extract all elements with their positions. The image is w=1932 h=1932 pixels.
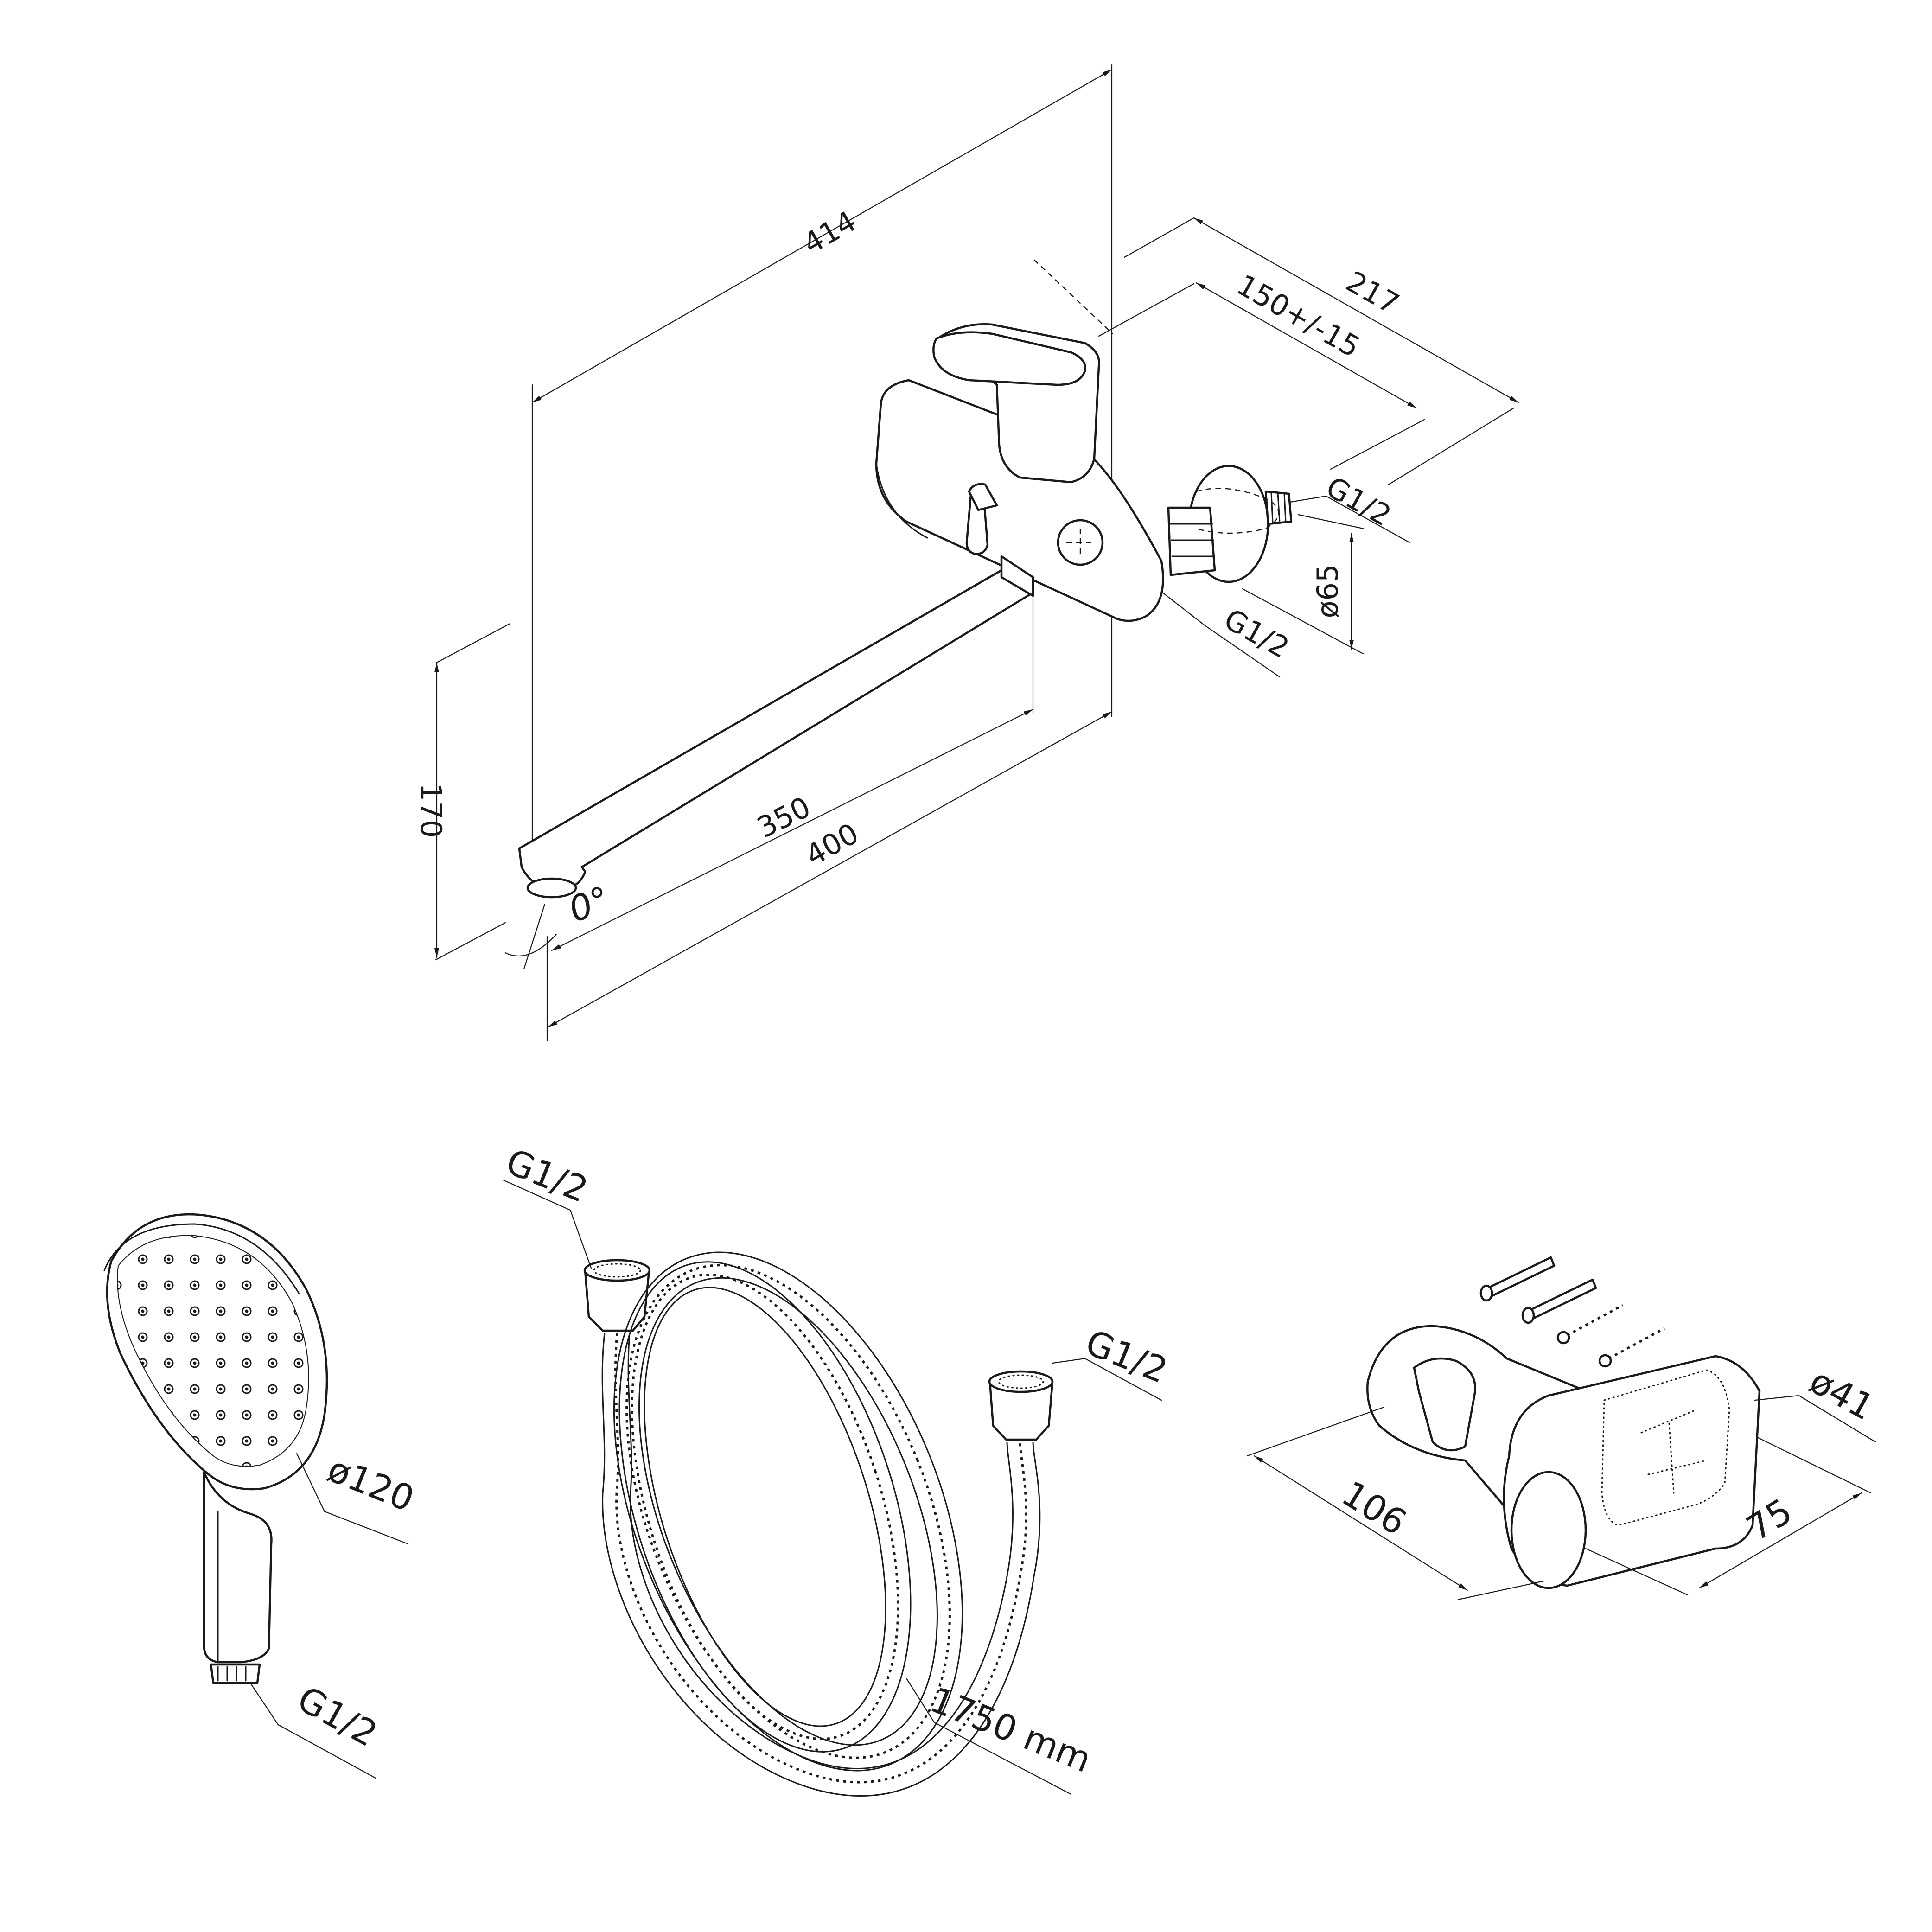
- shower-thread: [210, 1663, 261, 1684]
- screw-1-head: [1556, 1331, 1570, 1345]
- shower-head-rim: [103, 1223, 300, 1294]
- dim-line-217: [1193, 217, 1519, 403]
- leader-hose-length: [905, 1677, 1072, 1795]
- shower-handle: [203, 1471, 273, 1664]
- wall-anchor-2: [1526, 1278, 1597, 1321]
- label-inlet-thread: G1/2: [1320, 470, 1397, 533]
- holder-slot: [1413, 1357, 1476, 1452]
- ext-line-217-end: [1388, 407, 1515, 485]
- wall-anchor-2-end: [1521, 1307, 1535, 1324]
- holder-hidden-clamp: [1601, 1369, 1730, 1526]
- thread-lines: [1270, 491, 1287, 524]
- ext-line-65-bottom: [1242, 588, 1364, 655]
- eccentric-nut: [1167, 506, 1216, 576]
- dim-line-414: [531, 69, 1113, 403]
- ext-line-170-top: [435, 623, 511, 664]
- holder-sleeve-end: [1510, 1471, 1587, 1589]
- leader-outlet: [1163, 593, 1281, 678]
- faucet-drawing: 414 217 150+/-15 170 350 400 0° ø65 G1/2…: [414, 64, 1519, 1042]
- dim-label-150: 150+/-15: [1231, 268, 1365, 364]
- holder-drawing: 106 75 ø41: [1246, 1256, 1881, 1600]
- hose-drawing: G1/2 G1/2 1750 mm: [500, 1141, 1173, 1797]
- leader-hose-top: [502, 1179, 592, 1269]
- ext-line-75-b: [1756, 1436, 1872, 1494]
- hose-edge-1a: [601, 1333, 1041, 1797]
- ext-line-106-a: [1246, 1406, 1385, 1457]
- dim-line-106: [1253, 1455, 1468, 1591]
- ext-line-170-bottom: [435, 922, 506, 961]
- dim-label-217: 217: [1340, 264, 1405, 321]
- screw-2-head: [1598, 1354, 1612, 1368]
- leader-holder-diameter: [1754, 1395, 1876, 1443]
- dim-line-75: [1698, 1492, 1862, 1589]
- ext-line-65-top: [1297, 514, 1364, 529]
- shower-thread-lines: [217, 1666, 247, 1682]
- ext-line-217: [1123, 217, 1195, 258]
- hose-coil-outer-edge-a: [618, 1261, 912, 1753]
- dim-label-414: 414: [797, 204, 862, 261]
- centerline-upper: [1033, 259, 1113, 334]
- hose-edge-1b: [627, 1333, 1014, 1770]
- ext-line-106-b: [1457, 1580, 1545, 1600]
- dim-label-170: 170: [414, 783, 448, 838]
- ext-line-75-a: [1585, 1548, 1689, 1596]
- spout-joint: [1000, 555, 1034, 597]
- dim-line-150: [1195, 282, 1417, 409]
- diverter-cap: [968, 483, 998, 511]
- dim-label-400: 400: [800, 816, 864, 873]
- dim-label-holder-diameter: ø41: [1803, 1360, 1881, 1428]
- label-shower-thread: G1/2: [291, 1678, 384, 1755]
- dim-label-holder-width: 106: [1335, 1473, 1414, 1543]
- label-hose-length: 1750 mm: [925, 1679, 1097, 1780]
- leader-shower-thread: [249, 1682, 376, 1779]
- hose-coil-mid-edge-a: [613, 1251, 963, 1772]
- connector-top-thread: [593, 1263, 641, 1278]
- valve-body-edge: [875, 463, 928, 539]
- hidden-line-flange: [1196, 488, 1279, 534]
- hand-shower-drawing: ø120 G1/2: [103, 1213, 420, 1779]
- connector-right-thread: [998, 1374, 1044, 1389]
- mounting-kit: [1479, 1256, 1665, 1368]
- holder-hidden-detail: [1640, 1409, 1707, 1494]
- leader-hose-right: [1052, 1358, 1162, 1401]
- nut-ridges: [1170, 523, 1215, 557]
- aerator-outlet: [526, 877, 577, 899]
- angle-leader: [523, 903, 546, 970]
- screw-2-thread: [1608, 1327, 1665, 1360]
- leader-inlet: [1283, 495, 1410, 543]
- spray-face: [117, 1235, 309, 1467]
- hose-coil-mid-edge-b: [638, 1277, 938, 1746]
- wall-anchor-1: [1485, 1256, 1556, 1299]
- hose-coil-outer: [631, 1273, 899, 1741]
- angle-arc: [504, 933, 557, 956]
- lever-handle: [932, 331, 1086, 386]
- screw-1-thread: [1566, 1304, 1624, 1337]
- dim-label-65: ø65: [1311, 564, 1345, 618]
- leader-head-diameter: [296, 1453, 409, 1545]
- ext-line-150-end: [1330, 419, 1425, 470]
- ext-line-150: [1098, 283, 1195, 337]
- dim-label-350: 350: [752, 790, 816, 845]
- wall-anchor-1-end: [1479, 1284, 1493, 1302]
- dim-line-400: [547, 711, 1113, 1028]
- hose-coil-outer-edge-b: [644, 1287, 886, 1727]
- dim-label-head: ø120: [322, 1448, 420, 1519]
- label-outlet-thread: G1/2: [1218, 602, 1295, 665]
- hose-coil-mid: [625, 1264, 951, 1759]
